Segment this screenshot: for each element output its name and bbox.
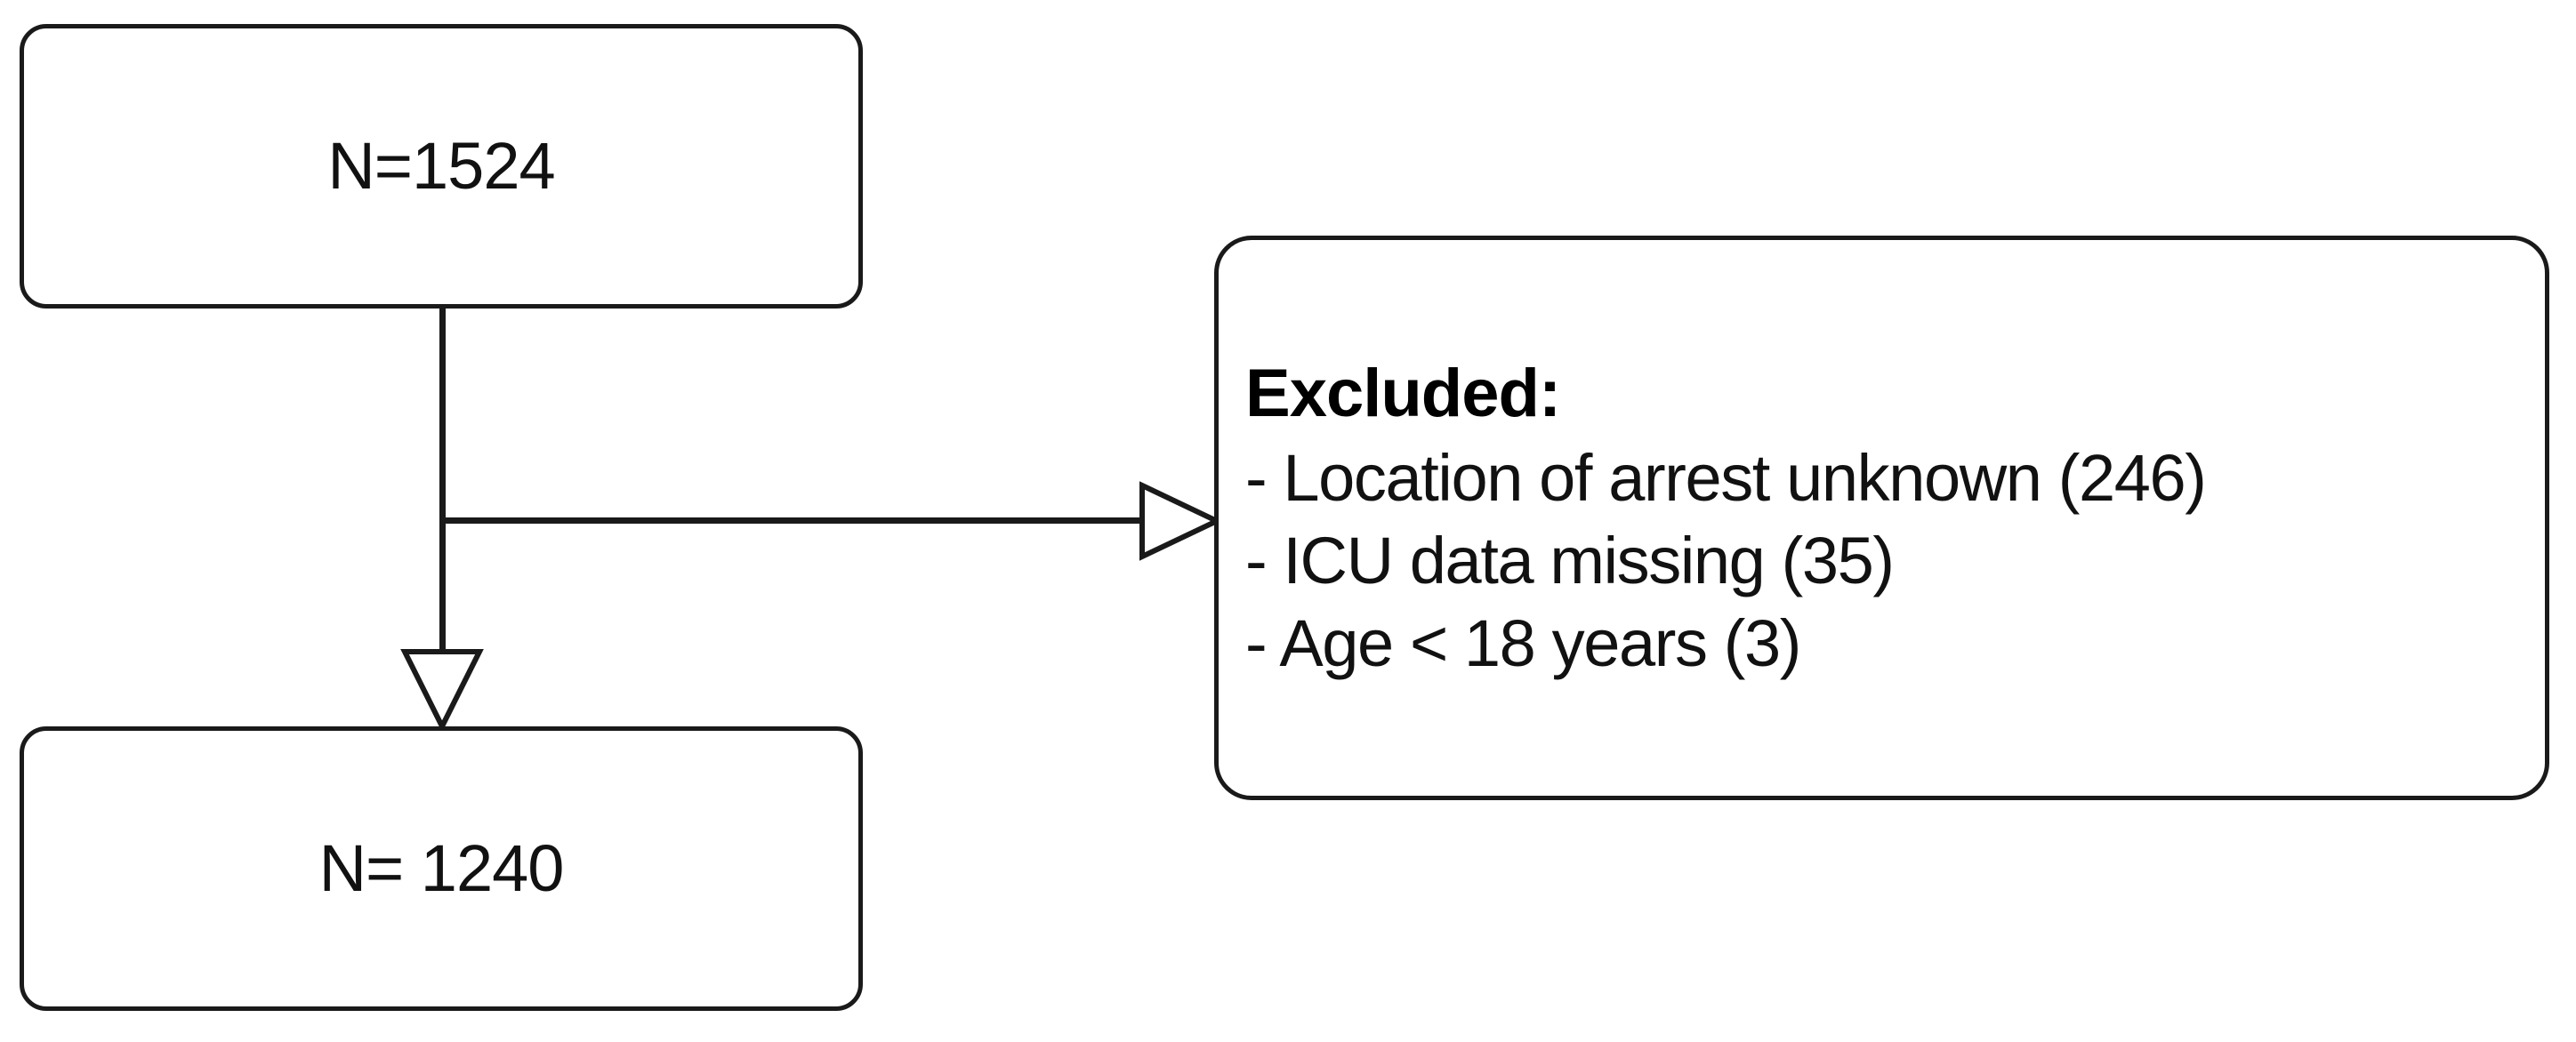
node-excluded[interactable]: Excluded: - Location of arrest unknown (… [1214, 236, 2549, 800]
connector-vertical-upper [439, 307, 446, 522]
connector-vertical-lower [439, 520, 446, 655]
node-enrolled-label: N=1524 [327, 129, 555, 203]
excluded-item-icu-data: - ICU data missing (35) [1245, 523, 1895, 597]
excluded-item-age: - Age < 18 years (3) [1245, 605, 1801, 680]
node-enrolled[interactable]: N=1524 [20, 24, 863, 309]
node-analyzed[interactable]: N= 1240 [20, 726, 863, 1011]
node-analyzed-label: N= 1240 [318, 831, 565, 905]
arrowhead-right-icon [1139, 481, 1223, 561]
excluded-item-location: - Location of arrest unknown (246) [1245, 440, 2207, 515]
excluded-heading: Excluded: [1245, 355, 1561, 431]
arrowhead-down-icon [400, 649, 484, 733]
connector-horizontal-to-excluded [442, 517, 1145, 524]
